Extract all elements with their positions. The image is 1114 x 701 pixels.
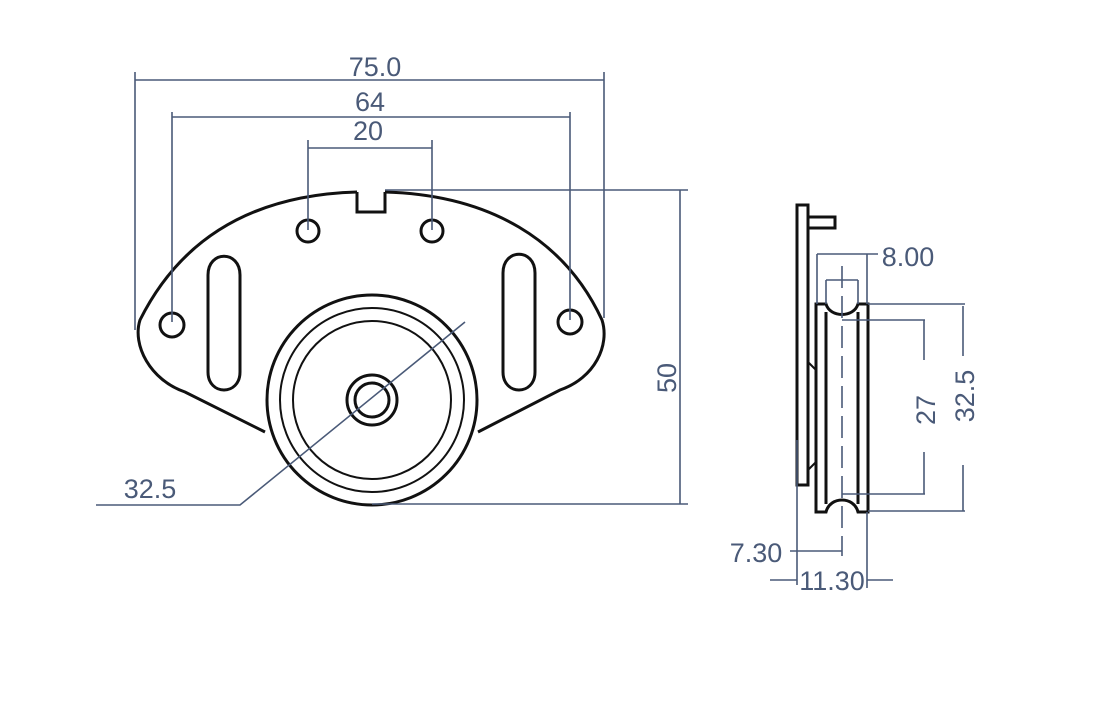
adjust-slot bbox=[501, 252, 537, 392]
dim-label-inner-hole-spacing: 20 bbox=[353, 116, 383, 146]
dim-label-groove-width: 8.00 bbox=[882, 242, 935, 272]
dim-label-overall-width: 75.0 bbox=[349, 52, 402, 82]
mounting-plate-outline bbox=[136, 190, 606, 434]
dimension-32-5-side: 32.5 bbox=[868, 303, 980, 512]
side-plate bbox=[795, 203, 810, 487]
dimension-75: 75.0 bbox=[134, 52, 605, 330]
pulley-groove bbox=[292, 320, 452, 480]
dim-label-side-pulley-diameter: 32.5 bbox=[950, 370, 980, 423]
top-notch bbox=[355, 192, 387, 214]
hub-bore bbox=[353, 381, 391, 419]
dimension-50: 50 bbox=[372, 189, 688, 505]
dimension-27: 27 bbox=[842, 319, 941, 495]
pulley-ring bbox=[279, 307, 465, 493]
dim-label-overall-depth: 11.30 bbox=[799, 566, 865, 596]
dim-label-pulley-diameter: 32.5 bbox=[124, 474, 177, 504]
dimension-8: 8.00 bbox=[816, 242, 935, 304]
dim-label-plate-offset: 7.30 bbox=[730, 538, 783, 568]
side-view: 8.00 27 32.5 7.30 11.30 bbox=[730, 203, 980, 596]
side-pin bbox=[808, 215, 837, 230]
front-view: 75.0 64 20 50 32.5 bbox=[96, 52, 688, 507]
dimension-64: 64 bbox=[171, 87, 571, 322]
hub-outer bbox=[345, 373, 399, 427]
dimension-11-30: 11.30 bbox=[770, 512, 893, 596]
dimension-diameter-32-5: 32.5 bbox=[96, 321, 466, 506]
side-pulley bbox=[814, 302, 870, 514]
dimension-7-30: 7.30 bbox=[730, 440, 842, 585]
pulley-outer bbox=[265, 293, 479, 507]
dimension-20: 20 bbox=[307, 116, 433, 230]
dim-label-height: 50 bbox=[652, 363, 682, 393]
adjust-slot bbox=[206, 254, 242, 392]
dim-label-outer-hole-spacing: 64 bbox=[355, 87, 385, 117]
dim-label-groove-diameter: 27 bbox=[911, 395, 941, 425]
